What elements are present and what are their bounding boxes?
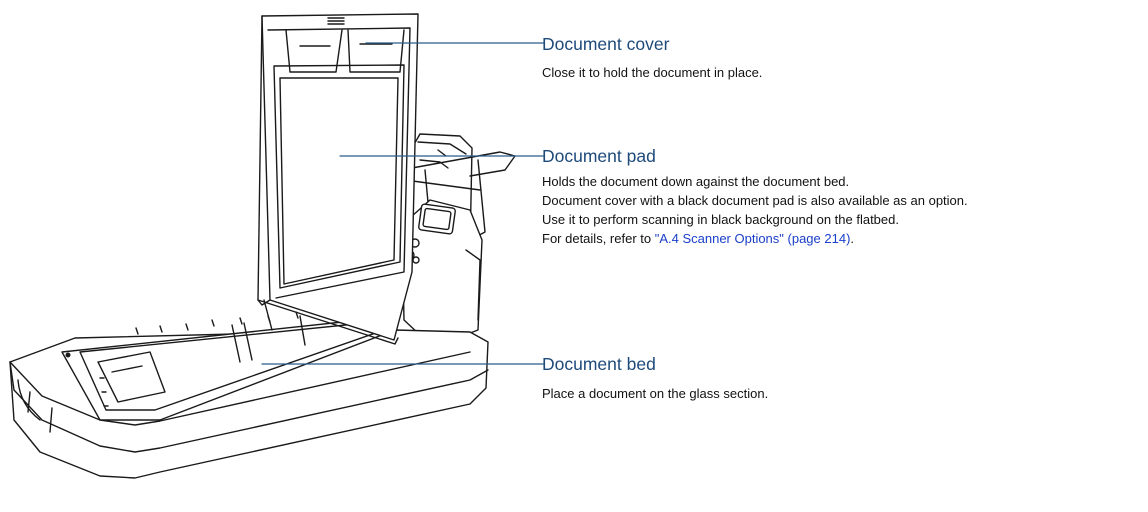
callout-description: Close it to hold the document in place. [542,63,762,82]
callout-title: Document cover [542,34,670,54]
callout-document-bed: Document bed Place a document on the gla… [542,354,768,403]
description-line: Holds the document down against the docu… [542,174,850,189]
callout-title: Document pad [542,146,656,166]
description-text: For details, refer to [542,231,655,246]
callout-document-pad: Document pad Holds the document down aga… [542,146,968,248]
document-pad [279,77,399,285]
description-line: Close it to hold the document in place. [542,65,763,80]
scanner-body [401,199,483,341]
description-line: Document cover with a black document pad… [542,193,968,208]
document-bed-glass [61,307,396,421]
description-text: . [850,231,855,246]
callout-description: Holds the document down against the docu… [542,172,968,248]
leader-lines [261,42,544,365]
callout-title: Document bed [542,354,656,374]
description-line: For details, refer to "A.4 Scanner Optio… [542,229,968,248]
callout-description: Place a document on the glass section. [542,384,768,403]
description-line: Place a document on the glass section. [542,386,769,401]
scanner-options-link[interactable]: "A.4 Scanner Options" (page 214) [654,231,851,246]
callout-document-cover: Document cover Close it to hold the docu… [542,34,762,82]
description-line: Use it to perform scanning in black back… [542,212,899,227]
